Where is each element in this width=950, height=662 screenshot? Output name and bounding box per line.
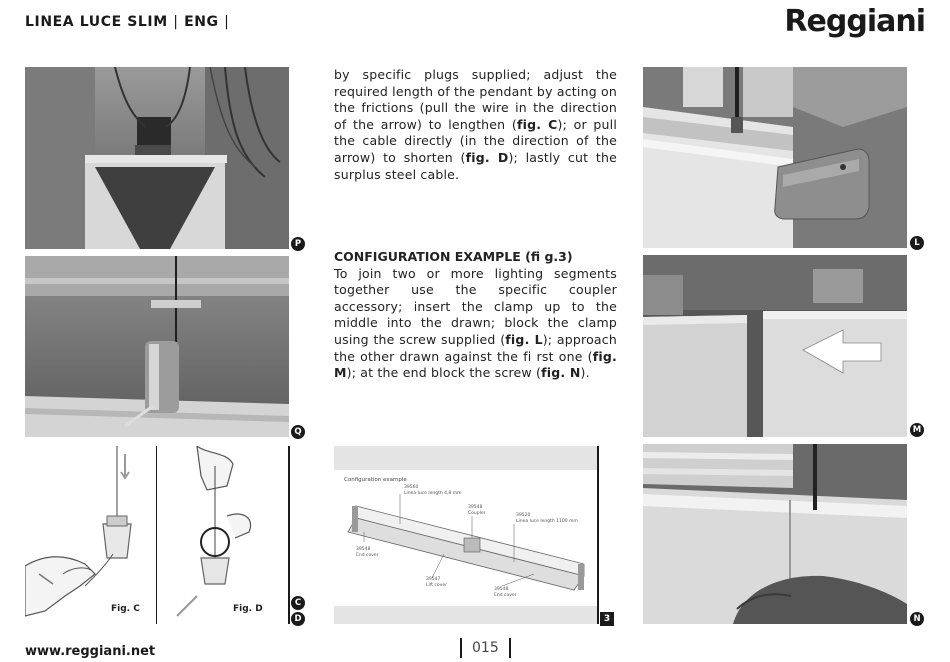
photo-l <box>643 67 907 248</box>
fig-c-caption: Fig. C <box>111 604 140 614</box>
figure-m-badge: M <box>910 423 924 437</box>
figure-n-badge: N <box>910 612 924 626</box>
configuration-heading: CONFIGURATION EXAMPLE (fi g.3) <box>334 249 573 264</box>
divider-c-d <box>156 446 157 624</box>
divider-d-right <box>288 446 290 624</box>
divider-diagram-right <box>597 446 599 624</box>
svg-text:39548: 39548 <box>494 586 508 592</box>
drawing-c: Fig. C <box>25 446 156 624</box>
svg-text:39520: 39520 <box>516 512 530 518</box>
configuration-diagram: Configuration example 39560 Linea luce l… <box>334 446 597 624</box>
document-title: LINEA LUCE SLIM | ENG | <box>25 14 230 30</box>
diagram-title: Configuration example <box>344 477 407 483</box>
svg-text:39547: 39547 <box>426 576 440 582</box>
page-number: 015 <box>450 636 521 660</box>
configuration-section: CONFIGURATION EXAMPLE (fi g.3) To join t… <box>334 249 617 381</box>
instructions-continued: by specific plugs supplied; adjust the r… <box>334 67 617 182</box>
photo-q <box>25 256 289 437</box>
svg-text:Linea luce length 1100 mm: Linea luce length 1100 mm <box>516 518 578 524</box>
figure-q-badge: Q <box>291 425 305 439</box>
figure-l-badge: L <box>910 236 924 250</box>
website-link[interactable]: www.reggiani.net <box>25 644 156 659</box>
photo-m <box>643 255 907 437</box>
figure-p-badge: P <box>291 237 305 251</box>
fig-d-caption: Fig. D <box>233 604 263 614</box>
svg-text:39548: 39548 <box>356 546 370 552</box>
svg-text:Coupler: Coupler <box>468 510 486 516</box>
svg-text:End cover: End cover <box>356 552 379 558</box>
svg-text:39548: 39548 <box>468 504 482 510</box>
svg-text:39560: 39560 <box>404 484 418 490</box>
svg-text:End cover: End cover <box>494 592 517 598</box>
figure-c-badge: C <box>291 596 305 610</box>
svg-text:Linea luce length 4,8 mm: Linea luce length 4,8 mm <box>404 490 461 496</box>
svg-text:Lift cover: Lift cover <box>426 582 447 588</box>
photo-n <box>643 444 907 624</box>
photo-p <box>25 67 289 249</box>
figure-3-badge: 3 <box>600 612 614 626</box>
drawing-d: Fig. D <box>157 446 288 624</box>
figure-d-badge: D <box>291 612 305 626</box>
reggiani-logo: Reggiani <box>784 4 926 39</box>
